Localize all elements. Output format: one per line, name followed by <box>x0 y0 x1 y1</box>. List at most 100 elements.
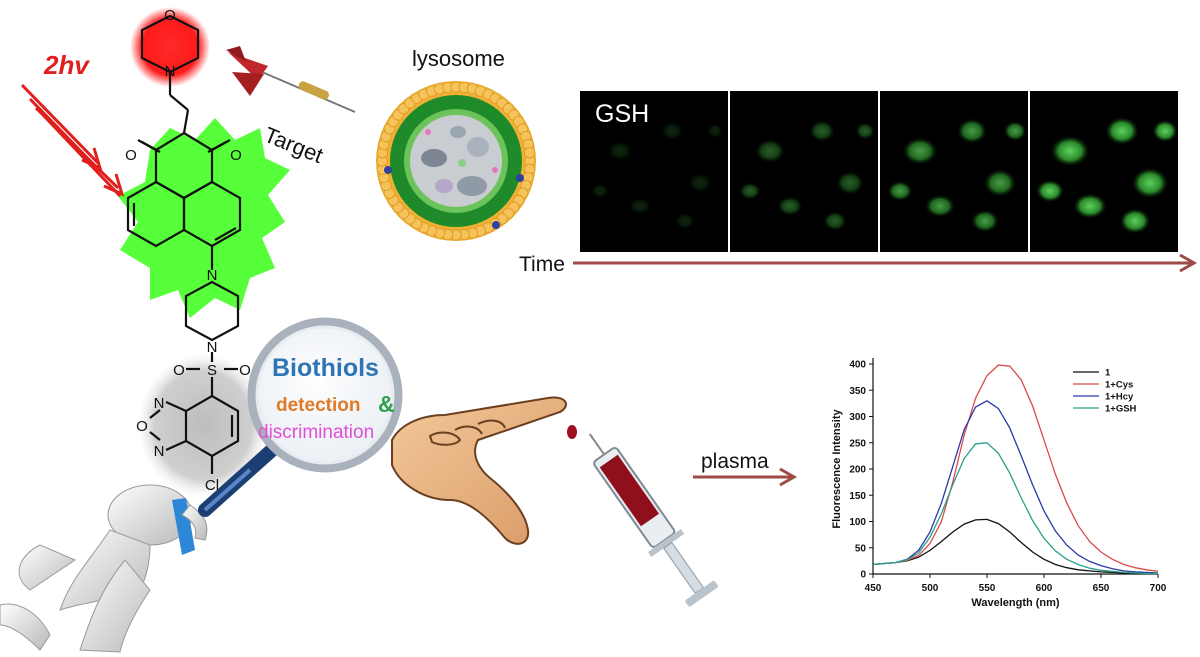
x-tick-label: 650 <box>1093 583 1110 594</box>
atom-s: S <box>207 362 217 379</box>
atom-o-morpholine: O <box>164 7 176 24</box>
atom-o2: O <box>230 147 242 164</box>
y-tick-label: 150 <box>849 491 866 502</box>
x-tick-label: 450 <box>865 583 882 594</box>
atom-n-morpholine: N <box>165 63 176 80</box>
cell-fluorescence <box>1152 119 1178 143</box>
gsh-label: GSH <box>595 100 650 128</box>
molecule-atom-labels: O O O N N N S O O N O N Cl <box>125 7 251 494</box>
cell-fluorescence <box>957 118 987 144</box>
lysosome-label: lysosome <box>412 46 505 71</box>
cell-fluorescence <box>983 169 1017 197</box>
green-fluorescence-glow <box>118 118 290 318</box>
x-tick-label: 550 <box>979 583 996 594</box>
cell-fluorescence <box>777 196 803 216</box>
discrimination-label: discrimination <box>258 422 375 443</box>
cell-fluorescence <box>823 211 847 231</box>
x-tick-label: 500 <box>922 583 939 594</box>
two-photon-excitation-arrows <box>20 83 125 198</box>
cell-fluorescence <box>971 209 999 233</box>
cell-fluorescence <box>1119 208 1151 234</box>
y-tick-label: 0 <box>860 570 866 581</box>
cell-fluorescence <box>1036 179 1064 203</box>
legend-label: 1+Hcy <box>1105 392 1134 403</box>
naphthalene-right <box>182 180 242 248</box>
cell-fluorescence <box>675 212 695 230</box>
blood-drop-icon <box>567 425 577 439</box>
time-arrow <box>573 253 1198 273</box>
piperazine-ring <box>184 280 240 342</box>
biothiols-label: Biothiols <box>272 354 379 382</box>
detection-label: detection <box>276 395 361 416</box>
cell-fluorescence <box>1073 193 1107 219</box>
atom-n-piperazine-top: N <box>207 267 218 284</box>
cell-fluorescence <box>755 139 785 163</box>
magnifying-glass-icon <box>198 317 403 517</box>
time-label: Time <box>519 253 565 276</box>
atom-cl: Cl <box>205 477 219 494</box>
microscopy-panel <box>580 91 728 252</box>
microscopy-panel <box>880 91 1028 252</box>
y-tick-label: 350 <box>849 386 866 397</box>
two-photon-label: 2hv <box>44 50 89 80</box>
cell-fluorescence <box>739 182 761 200</box>
series-line <box>872 364 1159 573</box>
y-tick-label: 50 <box>855 543 867 554</box>
running-figure <box>0 484 208 653</box>
y-tick-label: 200 <box>849 465 866 476</box>
cell-fluorescence <box>1050 135 1090 167</box>
blood-syringe-icon <box>588 433 718 607</box>
atom-o-sulfonyl-right: O <box>239 362 251 379</box>
probe-molecule <box>126 14 242 474</box>
atom-n-bzd-bottom: N <box>154 443 165 460</box>
legend-label: 1 <box>1105 368 1111 379</box>
atom-n-piperazine-bottom: N <box>207 339 218 356</box>
x-axis-label: Wavelength (nm) <box>971 597 1060 609</box>
microscopy-panels <box>580 91 1178 252</box>
cell-fluorescence <box>1131 167 1169 199</box>
cell-fluorescence <box>661 121 683 141</box>
y-axis-label: Fluorescence Intensity <box>831 409 843 529</box>
y-tick-label: 300 <box>849 412 866 423</box>
legend-label: 1+Cys <box>1105 380 1133 391</box>
cell-fluorescence <box>887 181 913 201</box>
cell-fluorescence <box>836 171 864 195</box>
cell-fluorescence <box>925 194 955 218</box>
plasma-arrow <box>693 467 798 487</box>
cell-fluorescence <box>688 173 712 193</box>
lipid-bilayer <box>376 81 536 241</box>
dart-icon <box>226 46 356 113</box>
microscopy-panel <box>730 91 878 252</box>
atom-n-bzd-top: N <box>154 395 165 412</box>
series-line <box>872 518 1158 575</box>
atom-o-sulfonyl-left: O <box>173 362 185 379</box>
series-line <box>872 400 1159 574</box>
plasma-label: plasma <box>701 450 769 473</box>
x-tick-label: 600 <box>1036 583 1053 594</box>
cell-fluorescence <box>706 123 724 139</box>
atom-o-bzd: O <box>136 418 148 435</box>
fluorescence-spectrum-chart: 450 500 550 600 650 700 0 50 100 150 200 250 300 350 4… <box>831 358 1167 609</box>
cell-fluorescence <box>590 183 610 199</box>
legend-label: 1+GSH <box>1105 404 1137 415</box>
pointing-hand-icon <box>391 396 567 545</box>
y-tick-label: 250 <box>849 438 866 449</box>
cell-fluorescence <box>1003 121 1027 141</box>
series-line <box>872 442 1158 575</box>
cell-fluorescence <box>607 141 633 161</box>
ampersand-label: & <box>378 391 395 417</box>
cell-fluorescence <box>855 122 875 140</box>
cell-fluorescence <box>1105 117 1139 145</box>
lysosome-illustration <box>376 81 536 241</box>
x-tick-label: 700 <box>1150 583 1167 594</box>
y-tick-label: 100 <box>849 517 866 528</box>
cell-fluorescence <box>902 137 938 165</box>
lipid-bead <box>523 147 536 159</box>
cell-fluorescence <box>809 120 835 142</box>
microscopy-panel <box>1030 91 1178 252</box>
atom-o1: O <box>125 147 137 164</box>
grey-quench-glow <box>138 353 268 497</box>
cell-fluorescence <box>629 197 651 215</box>
y-tick-label: 400 <box>849 360 866 371</box>
